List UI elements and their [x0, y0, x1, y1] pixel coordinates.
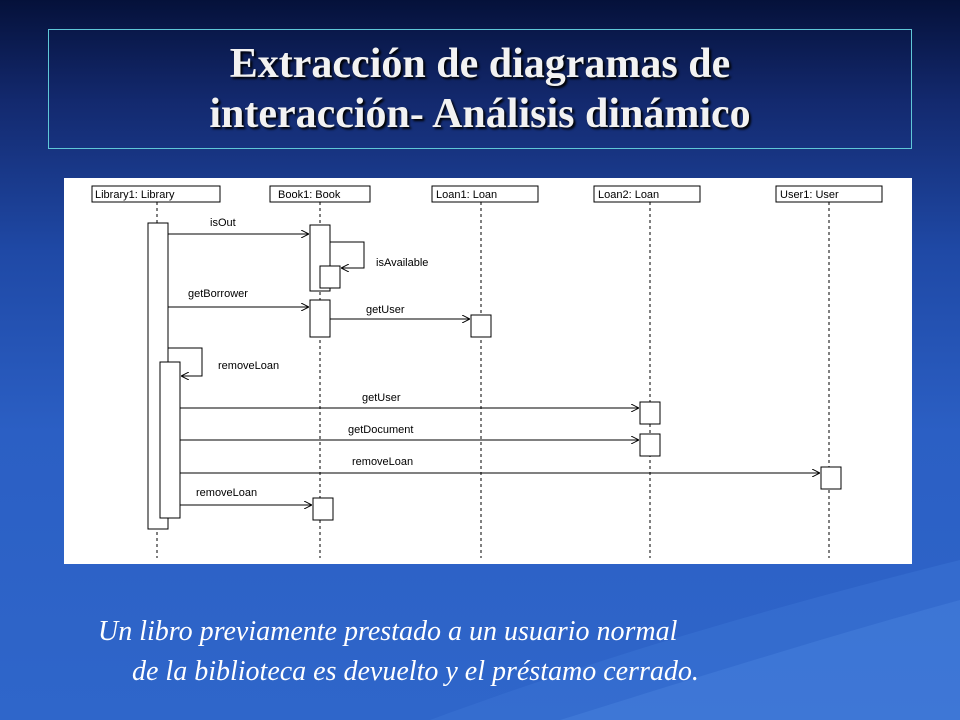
message-removeLoan-user1: removeLoan: [180, 456, 819, 473]
lifeline-library1: Library1: Library: [91, 185, 221, 558]
message-getDocument: getDocument: [180, 424, 638, 440]
message-removeLoan-self: removeLoan: [168, 347, 279, 376]
title-box: Extracción de diagramas de interacción- …: [48, 29, 912, 149]
message-label: removeLoan: [218, 360, 279, 372]
lifeline-label: Library1: Library: [95, 189, 175, 201]
message-label: removeLoan: [352, 456, 413, 468]
lifeline-label: User1: User: [780, 189, 839, 201]
lifeline-label: Book1: Book: [278, 189, 341, 201]
lifeline-user1: User1: User: [775, 185, 883, 558]
message-label: removeLoan: [196, 487, 257, 499]
lifeline-loan2: Loan2: Loan: [593, 185, 701, 558]
lifeline-loan1: Loan1: Loan: [431, 185, 539, 558]
message-removeLoan-book1: removeLoan: [180, 487, 311, 505]
title-line-2: interacción- Análisis dinámico: [209, 91, 751, 137]
message-getUser-loan2: getUser: [180, 392, 638, 408]
title-line-1: Extracción de diagramas de: [229, 41, 731, 87]
message-getBorrower: getBorrower: [168, 288, 308, 307]
activation-boxes: [147, 222, 842, 530]
message-label: getBorrower: [188, 288, 248, 300]
sequence-diagram: Library1: Library Book1: Book Loan1: Loa…: [64, 178, 912, 564]
message-getUser-loan1: getUser: [330, 304, 469, 319]
message-label: isAvailable: [376, 257, 428, 269]
message-isAvailable: isAvailable: [330, 241, 428, 269]
lifeline-label: Loan2: Loan: [598, 189, 659, 201]
message-label: getUser: [366, 304, 405, 316]
caption-line-2: de la biblioteca es devuelto y el présta…: [132, 656, 699, 687]
message-label: getDocument: [348, 424, 413, 436]
message-label: isOut: [210, 217, 236, 229]
lifeline-label: Loan1: Loan: [436, 189, 497, 201]
message-label: getUser: [362, 392, 401, 404]
slide-caption: Un libro previamente prestado a un usuar…: [60, 612, 920, 692]
message-isOut: isOut: [168, 217, 308, 234]
slide-title: Extracción de diagramas de interacción- …: [209, 39, 750, 139]
caption-line-1: Un libro previamente prestado a un usuar…: [98, 616, 678, 647]
